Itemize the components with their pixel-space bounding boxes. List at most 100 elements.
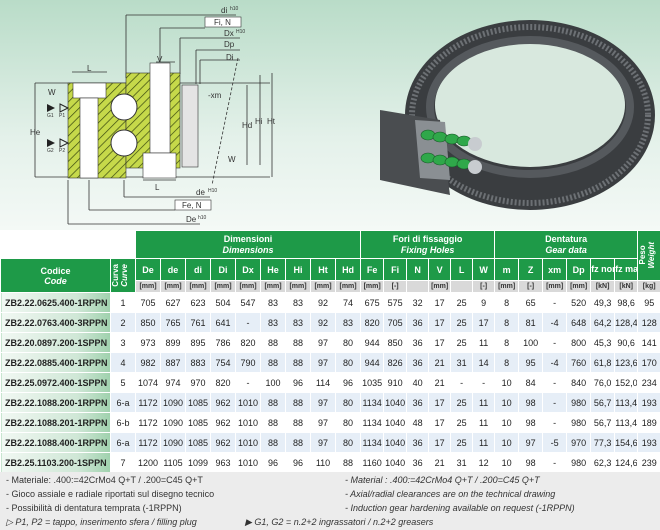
value-cell: 81 xyxy=(518,312,544,333)
value-cell: 11 xyxy=(472,412,496,433)
value-cell: 17 xyxy=(428,432,452,453)
value-cell: 113,4 xyxy=(614,412,639,433)
value-cell: 820 xyxy=(235,332,261,353)
legend-filling-plug: ▷ P1, P2 = tappo, inserimento sfera / fi… xyxy=(6,517,197,527)
curve-cell: 6-b xyxy=(110,412,136,433)
value-cell: 25 xyxy=(450,432,474,453)
label-he: He xyxy=(30,128,41,137)
grease-icon xyxy=(47,139,55,147)
value-cell: 36 xyxy=(406,432,430,453)
value-cell: -5 xyxy=(542,432,568,453)
curve-cell: 1 xyxy=(110,292,136,313)
column-header: Fi xyxy=(383,258,408,281)
value-cell: 944 xyxy=(360,352,385,373)
note-material-en: - Material : .400:=42CrMo4 Q+T / .200=C4… xyxy=(345,475,540,485)
value-cell: 83 xyxy=(285,312,311,333)
value-cell: 8 xyxy=(494,352,520,373)
value-cell: 96 xyxy=(260,452,286,473)
column-header: W xyxy=(472,258,496,281)
value-cell: 520 xyxy=(566,292,592,313)
value-cell: 97 xyxy=(310,432,336,453)
value-cell: 17 xyxy=(428,312,452,333)
unit-cell: [mm] xyxy=(210,280,236,293)
column-header: L xyxy=(450,258,474,281)
value-cell: 80 xyxy=(334,352,362,373)
value-cell: 64,2 xyxy=(590,312,616,333)
column-header: Z xyxy=(518,258,544,281)
value-cell: 575 xyxy=(383,292,408,313)
label-dx: Dx xyxy=(224,29,234,38)
value-cell: 90,6 xyxy=(614,332,639,353)
unit-cell: [mm] xyxy=(334,280,362,293)
value-cell: 92 xyxy=(310,312,336,333)
unit-cell: [mm] xyxy=(160,280,186,293)
value-cell: 97 xyxy=(518,432,544,453)
value-cell: - xyxy=(542,372,568,393)
value-cell: 1200 xyxy=(135,452,161,473)
value-cell: 1160 xyxy=(360,452,385,473)
curve-cell: 5 xyxy=(110,372,136,393)
value-cell: 1010 xyxy=(235,432,261,453)
value-cell: 62,3 xyxy=(590,452,616,473)
value-cell: 11 xyxy=(472,332,496,353)
value-cell: 1105 xyxy=(160,452,186,473)
column-header: Hd xyxy=(334,258,362,281)
value-cell: 96 xyxy=(285,452,311,473)
blank-corner xyxy=(0,230,136,259)
label-xm: -xm xyxy=(208,91,222,100)
value-cell: 800 xyxy=(566,332,592,353)
value-cell: 10 xyxy=(494,372,520,393)
value-cell: 1010 xyxy=(235,412,261,433)
value-cell: 1074 xyxy=(135,372,161,393)
value-cell: 88 xyxy=(285,412,311,433)
value-cell: 895 xyxy=(185,332,211,353)
value-cell: 36 xyxy=(406,352,430,373)
value-cell: 962 xyxy=(210,412,236,433)
curve-cell: 7 xyxy=(110,452,136,473)
value-cell: 100 xyxy=(518,332,544,353)
code-cell: ZB2.25.0972.400-1SPPN xyxy=(0,372,111,393)
value-cell: 21 xyxy=(428,372,452,393)
unit-cell: [mm] xyxy=(235,280,261,293)
value-cell: 74 xyxy=(334,292,362,313)
value-cell: 83 xyxy=(260,312,286,333)
value-cell: 17 xyxy=(472,312,496,333)
note-hardening-en: - Induction gear hardening available on … xyxy=(345,503,575,513)
value-cell: 963 xyxy=(210,452,236,473)
label-l-bottom: L xyxy=(155,183,160,192)
value-cell: 128,4 xyxy=(614,312,639,333)
value-cell: 786 xyxy=(210,332,236,353)
value-cell: 17 xyxy=(428,392,452,413)
value-cell: 10 xyxy=(494,392,520,413)
label-De: De xyxy=(186,215,197,224)
label-di-tolerance: h10 xyxy=(230,6,239,12)
curve-cell: 6-a xyxy=(110,392,136,413)
value-cell: 31 xyxy=(450,452,474,473)
code-cell: ZB2.25.1103.200-1SPPN xyxy=(0,452,111,473)
value-cell: 95 xyxy=(637,292,660,313)
value-cell: - xyxy=(235,312,261,333)
unit-cell: [mm] xyxy=(566,280,592,293)
unit-cell: [kg] xyxy=(637,280,660,293)
unit-cell: [kN] xyxy=(590,280,616,293)
value-cell: 760 xyxy=(566,352,592,373)
value-cell: 76,0 xyxy=(590,372,616,393)
value-cell: 17 xyxy=(428,292,452,313)
value-cell: 234 xyxy=(637,372,660,393)
unit-cell: [mm] xyxy=(285,280,311,293)
plug-icon xyxy=(59,103,70,113)
label-v: V xyxy=(157,55,163,64)
value-cell: 128 xyxy=(637,312,660,333)
value-cell: 25 xyxy=(450,412,474,433)
value-cell: 754 xyxy=(210,352,236,373)
value-cell: 8 xyxy=(494,332,520,353)
value-cell: 170 xyxy=(637,352,660,373)
value-cell: 88 xyxy=(260,432,286,453)
value-cell: 154,6 xyxy=(614,432,639,453)
value-cell: 1134 xyxy=(360,432,385,453)
value-cell: 648 xyxy=(566,312,592,333)
column-header: fz max xyxy=(614,258,639,281)
